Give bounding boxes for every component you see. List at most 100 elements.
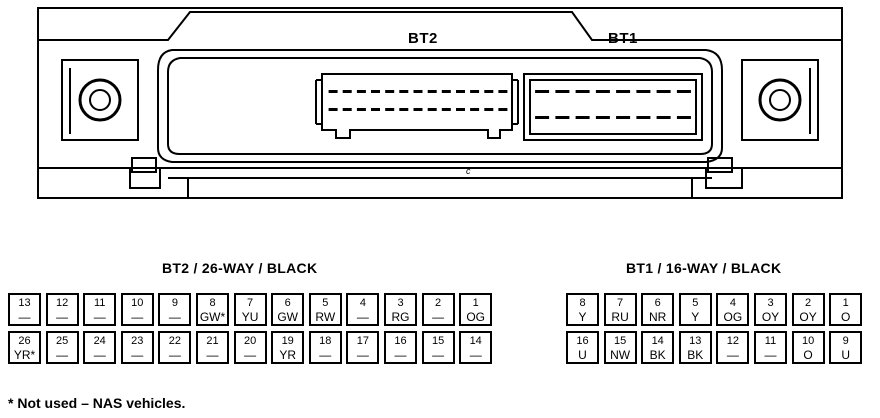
- bt1-pin-slot: [595, 116, 610, 119]
- wire-color: OY: [799, 310, 817, 324]
- pin-number: 11: [764, 335, 777, 347]
- bt1-pin-slot: [656, 90, 671, 93]
- pin-number: 25: [55, 335, 69, 347]
- bt2-pin-24: 24—: [83, 331, 117, 364]
- wire-color: —: [56, 310, 69, 324]
- bt2-pin-20: 20—: [233, 331, 267, 364]
- wire-color: OY: [761, 310, 780, 324]
- pin-number: 6: [654, 297, 661, 309]
- wire-color: —: [356, 348, 369, 362]
- pin-number: 13: [689, 335, 702, 347]
- wire-color: Y: [578, 310, 587, 324]
- pin-number: 9: [171, 297, 178, 309]
- bt2-pin-slot: [356, 90, 366, 93]
- bt1-pin-slot: [636, 116, 651, 119]
- left-mount-hole: [78, 78, 122, 122]
- wire-color: —: [56, 348, 69, 362]
- bt2-pin-slot: [484, 108, 494, 111]
- bt2-pin-slot: [399, 108, 409, 111]
- pin-number: 12: [726, 335, 740, 347]
- wire-color: —: [432, 348, 445, 362]
- bt2-pin-slot: [371, 108, 380, 111]
- pin-number: 26: [18, 335, 31, 347]
- wire-color: YR: [279, 348, 297, 362]
- left-mount-lug: [61, 59, 139, 141]
- housing-top-step: [37, 8, 842, 41]
- pin-number: 7: [247, 297, 254, 309]
- pin-number: 10: [801, 335, 815, 347]
- pin-number: 13: [18, 297, 31, 309]
- bt2-pinout-title: BT2 / 26-WAY / BLACK: [162, 260, 318, 276]
- bt2-pin-13: 13—: [8, 293, 41, 326]
- wire-color: —: [93, 310, 106, 324]
- wire-color: BK: [649, 348, 666, 362]
- pin-number: 8: [579, 297, 586, 309]
- pin-number: 4: [359, 297, 366, 309]
- pin-number: 9: [842, 335, 849, 347]
- wire-color: —: [206, 348, 219, 362]
- wire-color: OG: [466, 310, 486, 324]
- pin-number: 23: [131, 335, 144, 347]
- wire-color: OG: [723, 310, 743, 324]
- bt2-pin-slot: [342, 108, 352, 111]
- wire-color: RG: [391, 310, 410, 324]
- bt2-pin-2: 2—: [421, 293, 455, 326]
- bt2-pin-21: 21—: [196, 331, 229, 364]
- wire-color: —: [131, 348, 144, 362]
- bt2-pin-slot: [498, 90, 508, 93]
- bt2-pin-slot: [470, 108, 480, 111]
- bt2-pin-slot: [441, 108, 451, 111]
- pin-number: 14: [469, 335, 482, 347]
- wire-color: —: [726, 348, 739, 362]
- wire-color: GW*: [199, 310, 226, 324]
- pin-number: 10: [131, 297, 144, 309]
- bt1-pin-slot: [656, 116, 671, 119]
- bt2-pin-15: 15—: [421, 331, 455, 364]
- bt2-pin-slot: [484, 90, 494, 93]
- bt2-pin-slot: [356, 108, 366, 111]
- pin-number: 3: [397, 297, 404, 309]
- footnote: * Not used – NAS vehicles.: [8, 395, 186, 411]
- wire-color: —: [131, 310, 144, 324]
- bt2-pin-slot: [385, 108, 395, 111]
- pin-number: 6: [284, 297, 291, 309]
- bt2-pin-slot: [413, 108, 423, 111]
- bt2-connector-body: [321, 73, 513, 139]
- bt2-pin-23: 23—: [120, 331, 154, 364]
- pin-number: 2: [805, 297, 812, 309]
- bt1-pin-slot: [575, 116, 590, 119]
- wire-color: —: [356, 310, 369, 324]
- bt2-pin-9: 9—: [158, 293, 192, 326]
- bt2-pin-11: 11—: [83, 293, 117, 326]
- bt1-pin-slot: [676, 116, 691, 119]
- wire-color: RU: [611, 310, 629, 324]
- bt2-pin-slot: [498, 108, 508, 111]
- bt2-pin-slot: [342, 90, 352, 93]
- pin-number: 1: [842, 297, 849, 309]
- pin-number: 20: [243, 335, 257, 347]
- wire-color: —: [168, 348, 181, 362]
- bt2-pin-18: 18—: [308, 331, 342, 364]
- bt2-pin-12: 12—: [45, 293, 79, 326]
- bt2-pin-slot: [385, 90, 395, 93]
- pin-number: 2: [435, 297, 442, 309]
- wire-color: O: [841, 310, 851, 324]
- bt2-pin-25: 25—: [45, 331, 79, 364]
- right-mount-lug: [741, 59, 819, 141]
- bt1-pin-11: 11—: [754, 331, 787, 364]
